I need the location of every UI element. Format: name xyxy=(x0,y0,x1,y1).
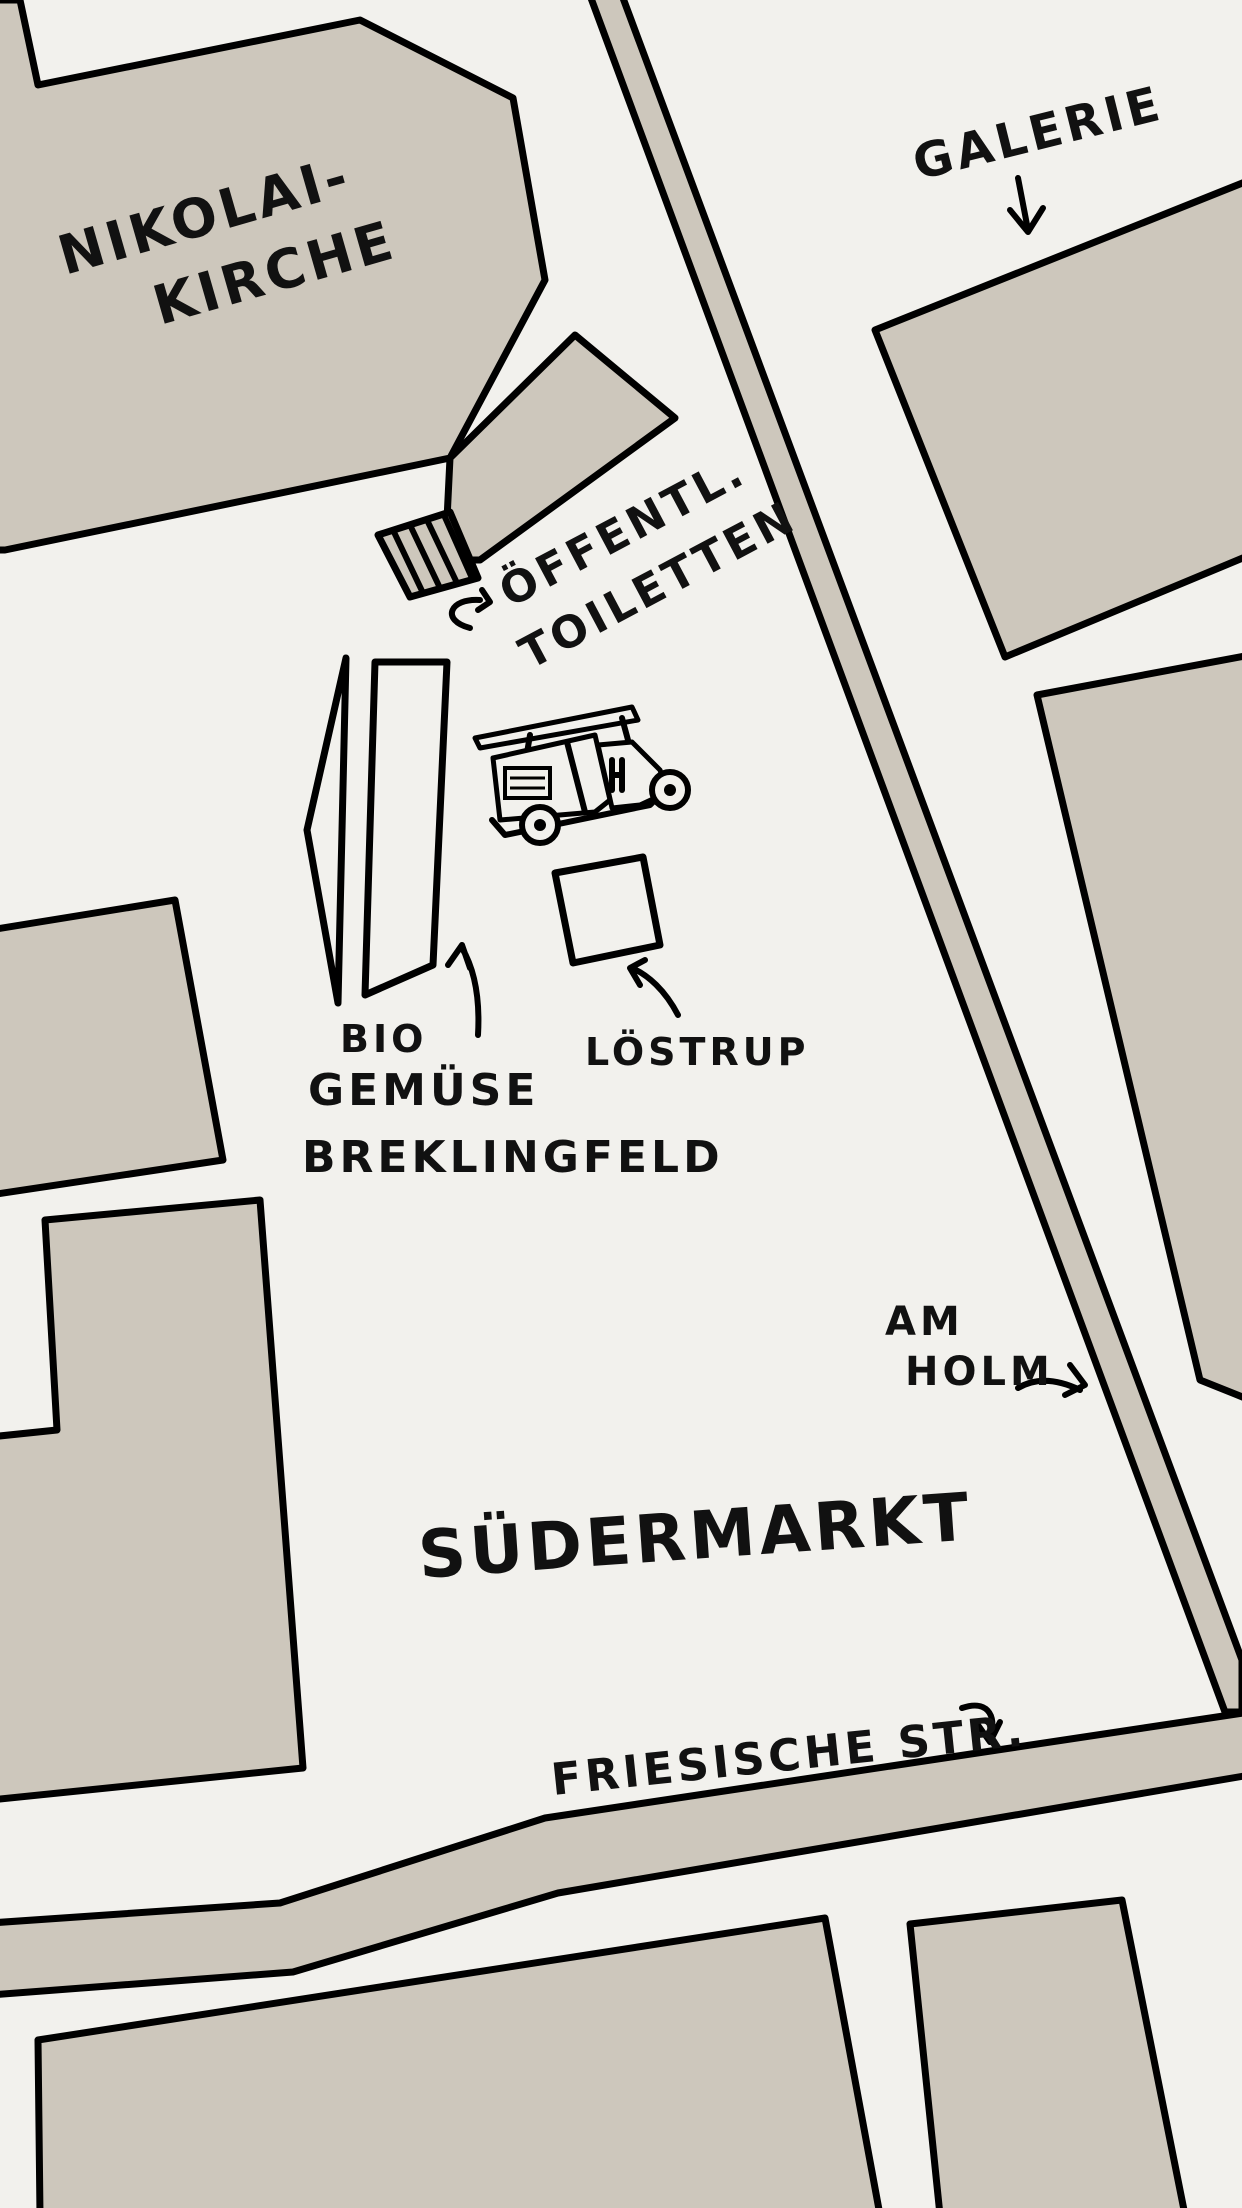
tuk-tuk-icon xyxy=(472,704,691,846)
am-holm-label-line1: AM xyxy=(885,1299,964,1345)
galerie-building xyxy=(871,179,1242,661)
south-building-east xyxy=(906,1896,1188,2208)
toilets-arrow xyxy=(448,587,493,631)
organic-label-line1: BIO xyxy=(340,1017,427,1061)
am-holm-arrow xyxy=(1015,1362,1088,1398)
street-arrow xyxy=(959,1702,1003,1745)
arrow-icon xyxy=(445,175,1088,1745)
friesische-strasse xyxy=(0,1709,1242,1998)
organic-label-line3: BREKLINGFELD xyxy=(302,1132,724,1183)
loestrup-stall xyxy=(551,853,664,967)
organic-arrow xyxy=(445,942,482,1038)
organic-stall xyxy=(361,658,451,999)
galerie-arrow xyxy=(1007,175,1046,235)
staircase-icon xyxy=(374,508,482,601)
west-building-lower xyxy=(0,1196,307,1803)
west-building-upper xyxy=(0,896,227,1198)
south-building-west xyxy=(34,1914,883,2208)
organic-stall-back xyxy=(303,654,350,1007)
am-holm-label-line2: HOLM xyxy=(905,1349,1054,1395)
loestrup-label: LÖSTRUP xyxy=(585,1030,809,1074)
organic-label-line2: GEMÜSE xyxy=(308,1063,539,1116)
loestrup-arrow xyxy=(627,957,681,1018)
nikolaikirche-building xyxy=(0,0,549,554)
am-holm-street xyxy=(587,0,1242,1716)
east-building xyxy=(1033,652,1242,1401)
